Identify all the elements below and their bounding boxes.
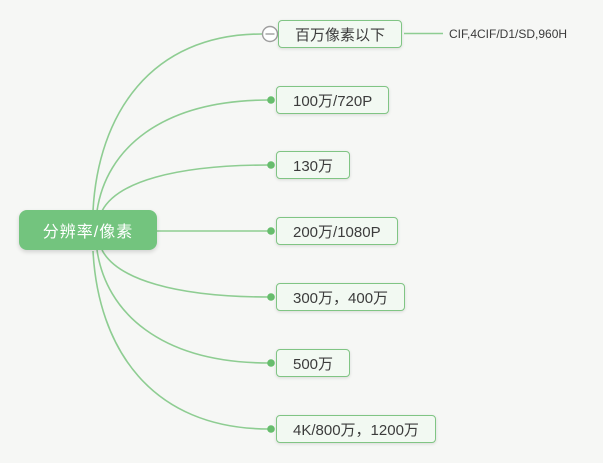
connection-dot	[267, 96, 275, 104]
child-node-1mp-720p[interactable]: 100万/720P	[276, 86, 390, 114]
branch-curve-6	[96, 249, 270, 364]
connection-dot	[267, 227, 275, 235]
root-node[interactable]: 分辨率/像素	[19, 210, 157, 250]
leaf-node-cif-formats[interactable]: CIF,4CIF/D1/SD,960H	[449, 27, 568, 41]
child-node-4k-8mp-12mp[interactable]: 4K/800万，1200万	[276, 415, 436, 443]
branch-curve-5	[101, 249, 270, 298]
child-node-3mp-4mp[interactable]: 300万，400万	[276, 283, 406, 311]
child-node-1-3mp[interactable]: 130万	[276, 151, 351, 179]
branch-curve-7	[92, 250, 270, 430]
child-node-below-megapixel[interactable]: 百万像素以下	[278, 20, 403, 48]
branch-curve-3	[101, 164, 270, 212]
collapse-minus-icon[interactable]	[261, 25, 279, 43]
connection-dot	[267, 161, 275, 169]
connection-dot	[267, 293, 275, 301]
branch-curve-2	[96, 99, 270, 212]
branch-curve-1	[92, 33, 263, 212]
child-node-2mp-1080p[interactable]: 200万/1080P	[276, 217, 398, 245]
child-node-5mp[interactable]: 500万	[276, 349, 351, 377]
connection-dot	[267, 359, 275, 367]
connection-dot	[267, 425, 275, 433]
